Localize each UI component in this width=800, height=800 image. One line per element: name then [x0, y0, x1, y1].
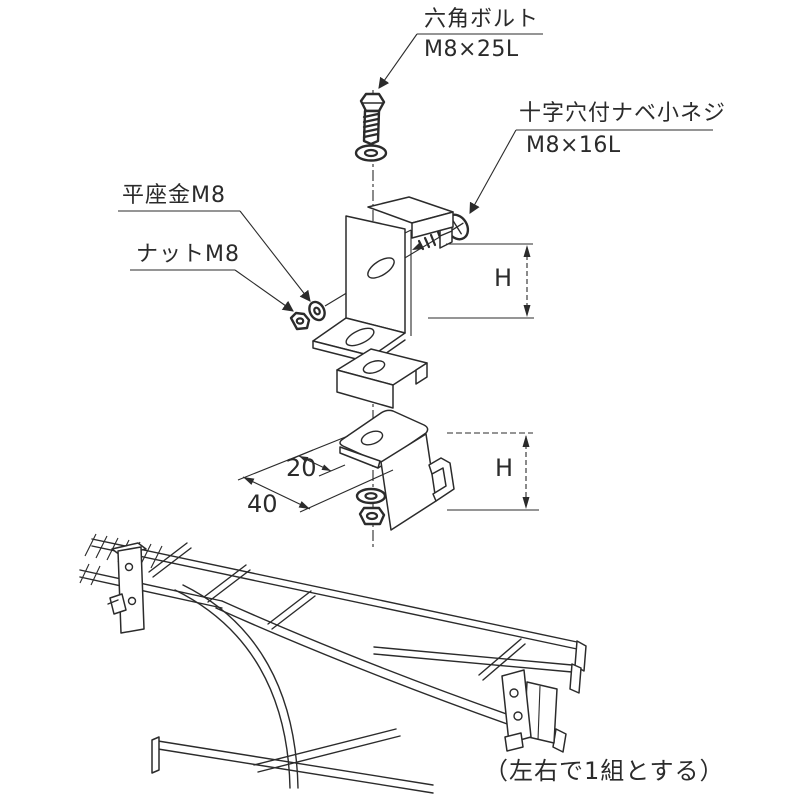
dimension-40: [237, 435, 394, 513]
cable-ladder-drawing: [79, 533, 587, 794]
hex-bolt-drawing: [359, 92, 386, 146]
pan-screw-label: 十字穴付ナベ小ネジ: [519, 101, 727, 126]
hex-bolt-size-label: M8×25L: [424, 37, 519, 62]
slot-length-dim-text: 20: [286, 454, 317, 482]
flat-washer-top-drawing: [354, 144, 388, 162]
leader-hex-bolt: [378, 33, 543, 89]
ladder-far-rail: [91, 538, 587, 672]
hex-bolt-label: 六角ボルト: [424, 7, 540, 32]
branch-bottom-rail: [151, 736, 434, 794]
ladder-rungs: [148, 542, 526, 773]
leader-flat-washer: [118, 210, 311, 302]
bottom-note: （左右で1組とする）: [484, 757, 725, 785]
flat-washer-bottom-drawing: [355, 487, 387, 505]
flat-washer-label: 平座金M8: [122, 183, 226, 208]
lower-bracket-drawing: [339, 409, 455, 531]
base-width-dim-text: 40: [247, 490, 278, 518]
leader-pan-screw: [469, 129, 713, 214]
leader-nut: [130, 269, 294, 312]
flat-washer-left-drawing: [308, 300, 326, 322]
nut-label: ナットM8: [136, 242, 240, 267]
nut-left-drawing: [289, 311, 311, 331]
middle-clip-drawing: [336, 348, 428, 409]
pan-screw-size-label: M8×16L: [526, 133, 621, 158]
left-clamp-bracket: [107, 542, 147, 634]
dimension-lower-h: [447, 432, 539, 511]
dimension-upper-h: [428, 243, 534, 319]
upper-height-dim-text: H: [494, 264, 513, 292]
hex-nut-bottom-drawing: [358, 506, 386, 526]
ladder-near-rail-left: [79, 569, 223, 609]
right-clamp-bracket: [501, 669, 558, 752]
ladder-near-rail-right: [373, 646, 582, 694]
lower-height-dim-text: H: [495, 454, 514, 482]
branch-right-curve: [215, 600, 567, 753]
upper-bracket-drawing: [312, 196, 454, 364]
